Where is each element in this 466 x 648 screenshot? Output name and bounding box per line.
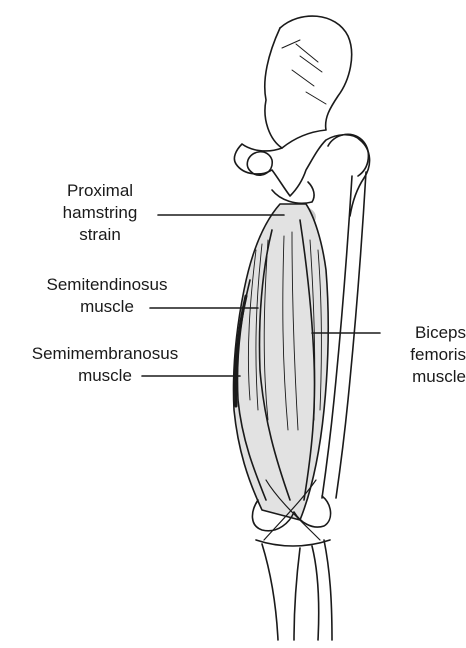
tibia [262, 544, 300, 640]
obturator-ring [247, 152, 272, 176]
biceps-femoris-muscle-label: Biceps femoris muscle [380, 322, 466, 388]
iliac-crest-detail [265, 28, 282, 148]
semimembranosus-muscle-label: Semimembranosus muscle [2, 343, 208, 387]
femur-head [328, 134, 368, 176]
sacrum-lines [282, 40, 326, 104]
knee-joint-line [256, 540, 330, 546]
semitendinosus-muscle-label: Semitendinosus muscle [16, 274, 198, 318]
pelvis [234, 16, 369, 216]
proximal-hamstring-strain-label: Proximal hamstring strain [40, 180, 160, 246]
fibula [312, 540, 332, 640]
